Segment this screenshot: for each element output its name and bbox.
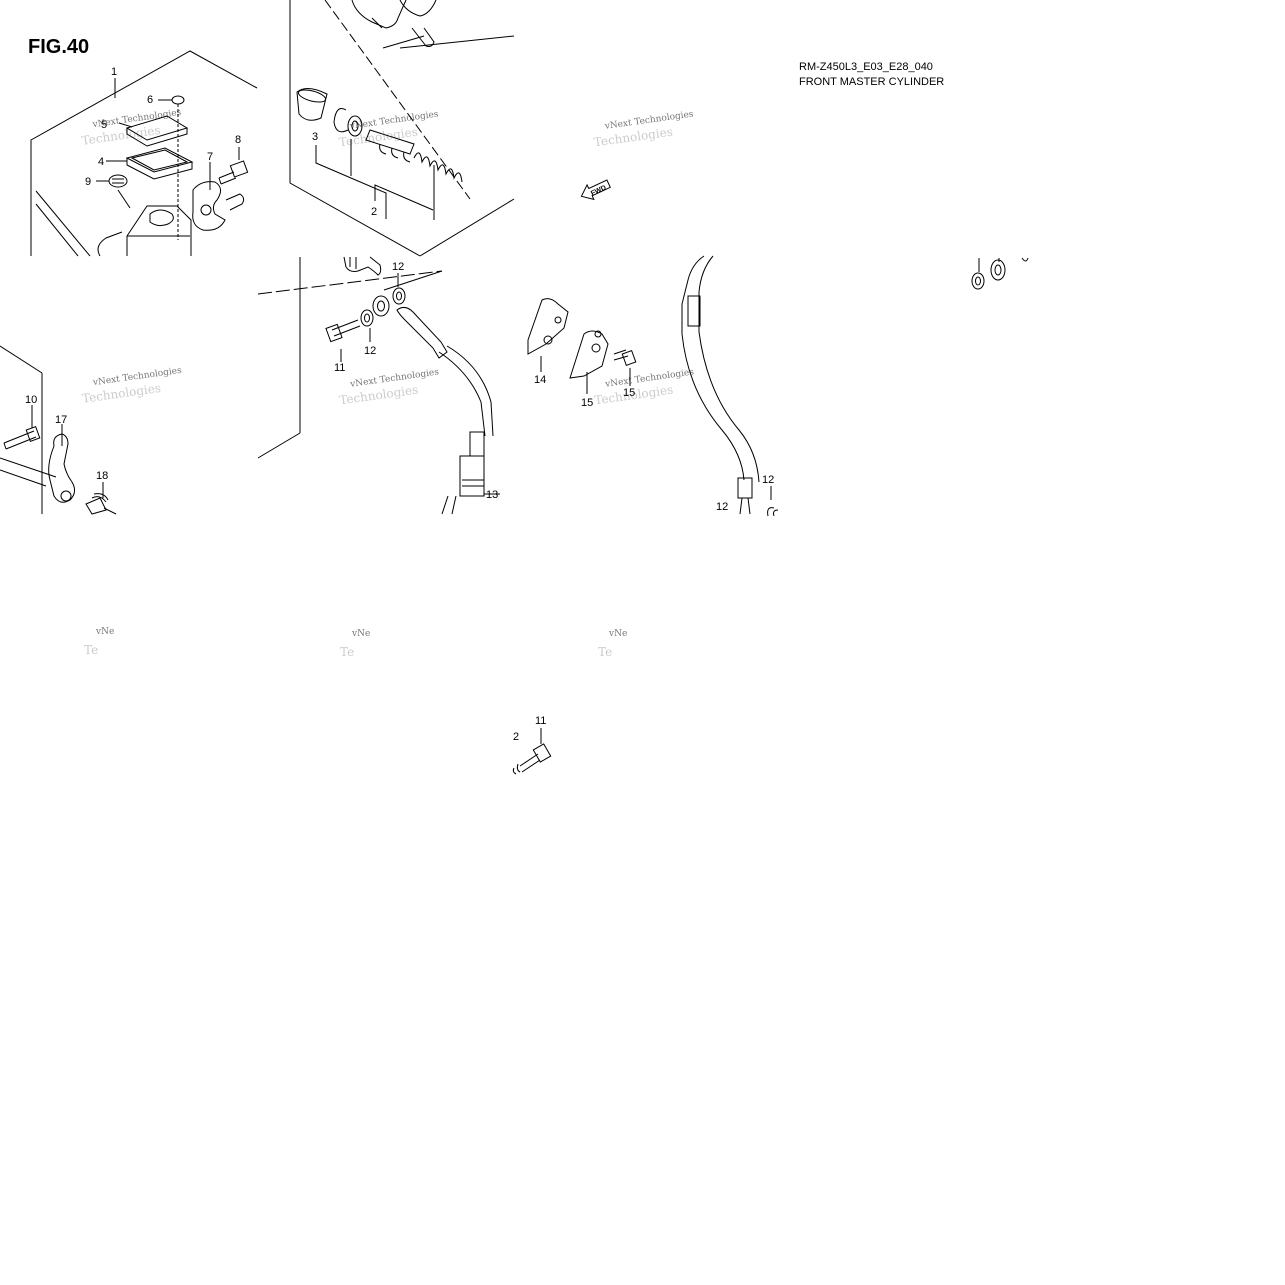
callout-11-lower: 11	[535, 715, 546, 727]
callout-17: 17	[55, 414, 67, 426]
callout-1: 1	[111, 66, 117, 78]
hose-clamps	[527, 298, 637, 394]
callout-12-e: 2	[513, 731, 519, 743]
callout-13: 13	[486, 489, 498, 501]
washer-set	[971, 257, 1029, 290]
callout-7: 7	[207, 151, 213, 163]
callout-8: 8	[235, 134, 241, 146]
callout-15-a: 15	[581, 397, 593, 409]
svg-text:vNe: vNe	[608, 629, 627, 639]
callout-11-upper: 11	[334, 362, 345, 374]
svg-text:vNe: vNe	[351, 629, 370, 639]
callout-4: 4	[98, 156, 104, 168]
callout-5: 5	[101, 119, 107, 131]
callout-15-b: 15	[623, 387, 635, 399]
lower-hose	[681, 255, 779, 517]
callout-2: 2	[371, 206, 377, 218]
callout-12-c: 12	[716, 501, 728, 513]
callout-9: 9	[85, 176, 91, 188]
callout-10: 10	[25, 394, 37, 406]
svg-text:Te: Te	[598, 645, 612, 659]
svg-text:Te: Te	[340, 645, 354, 659]
callout-12-d: 12	[762, 474, 774, 486]
piston-kit	[289, 0, 515, 257]
fwd-arrow-icon: FWD	[580, 179, 611, 201]
model-code: RM-Z450L3_E03_E28_040	[799, 61, 933, 73]
svg-text:vNe: vNe	[95, 627, 114, 637]
callout-14: 14	[534, 374, 546, 386]
callout-labels: 1 2 3 4 5 6 7 8 9 10 11 11 12 12 12 12 2…	[25, 66, 774, 743]
callout-12-a: 12	[392, 261, 404, 273]
reservoir-assembly	[30, 50, 258, 257]
callout-6: 6	[147, 94, 153, 106]
section-name: FRONT MASTER CYLINDER	[799, 76, 945, 88]
callout-12-b: 12	[364, 345, 376, 357]
brake-hose-assembly	[257, 256, 500, 515]
callout-3: 3	[312, 131, 318, 143]
model-header: RM-Z450L3_E03_E28_040 FRONT MASTER CYLIN…	[799, 60, 944, 90]
lever-assembly	[0, 345, 117, 515]
callout-18: 18	[96, 470, 108, 482]
svg-text:Te: Te	[84, 643, 98, 657]
figure-title: FIG.40	[28, 36, 90, 58]
banjo-bolt	[512, 728, 552, 775]
